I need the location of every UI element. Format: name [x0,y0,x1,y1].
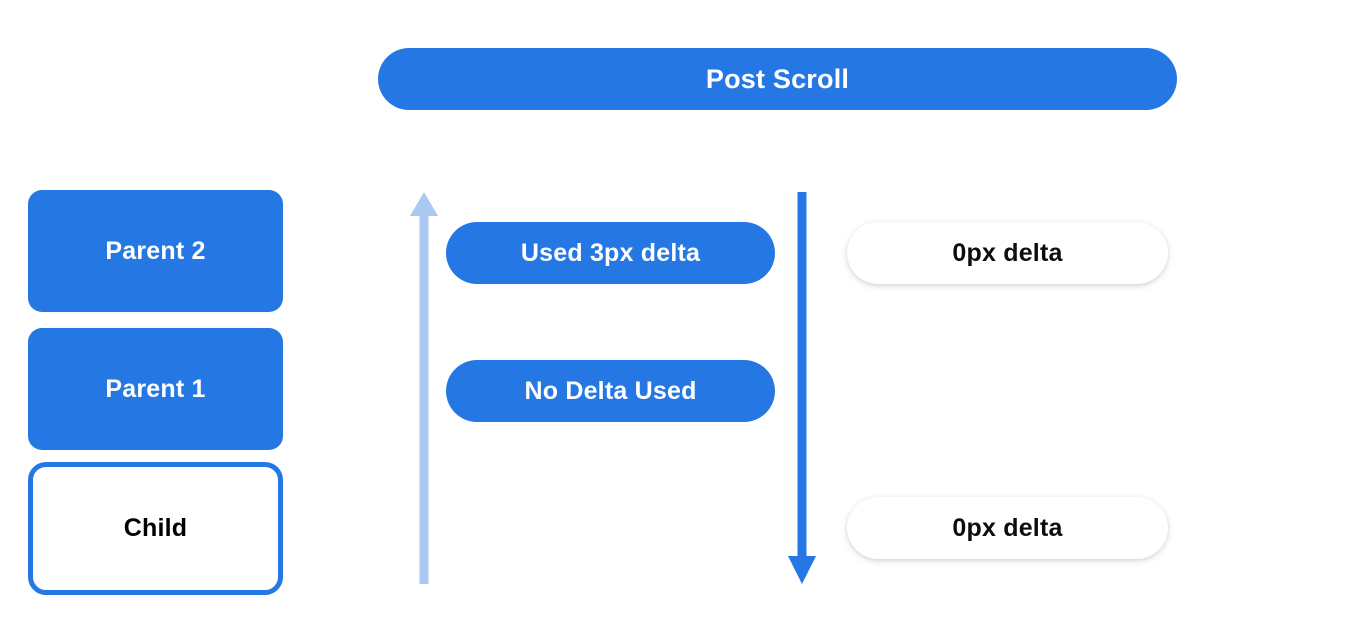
pill-used-3px-delta: Used 3px delta [446,222,775,284]
post-scroll-header: Post Scroll [378,48,1177,110]
pill-no-delta-used-label: No Delta Used [524,376,697,405]
node-child-label: Child [123,514,188,542]
node-parent-2: Parent 2 [28,190,283,312]
node-parent-1-label: Parent 1 [105,374,206,403]
pill-no-delta-used: No Delta Used [446,360,775,422]
post-scroll-header-label: Post Scroll [705,63,850,94]
pill-zero-delta-top: 0px delta [847,222,1168,284]
node-child: Child [28,462,283,595]
pill-zero-delta-bottom-label: 0px delta [952,513,1063,542]
scroll-down-arrow-icon [788,192,816,584]
node-parent-1: Parent 1 [28,328,283,450]
scroll-up-arrow-icon [410,192,438,584]
pill-zero-delta-top-label: 0px delta [952,238,1063,267]
pill-zero-delta-bottom: 0px delta [847,497,1168,559]
node-parent-2-label: Parent 2 [105,236,206,265]
pill-used-3px-delta-label: Used 3px delta [520,238,701,267]
